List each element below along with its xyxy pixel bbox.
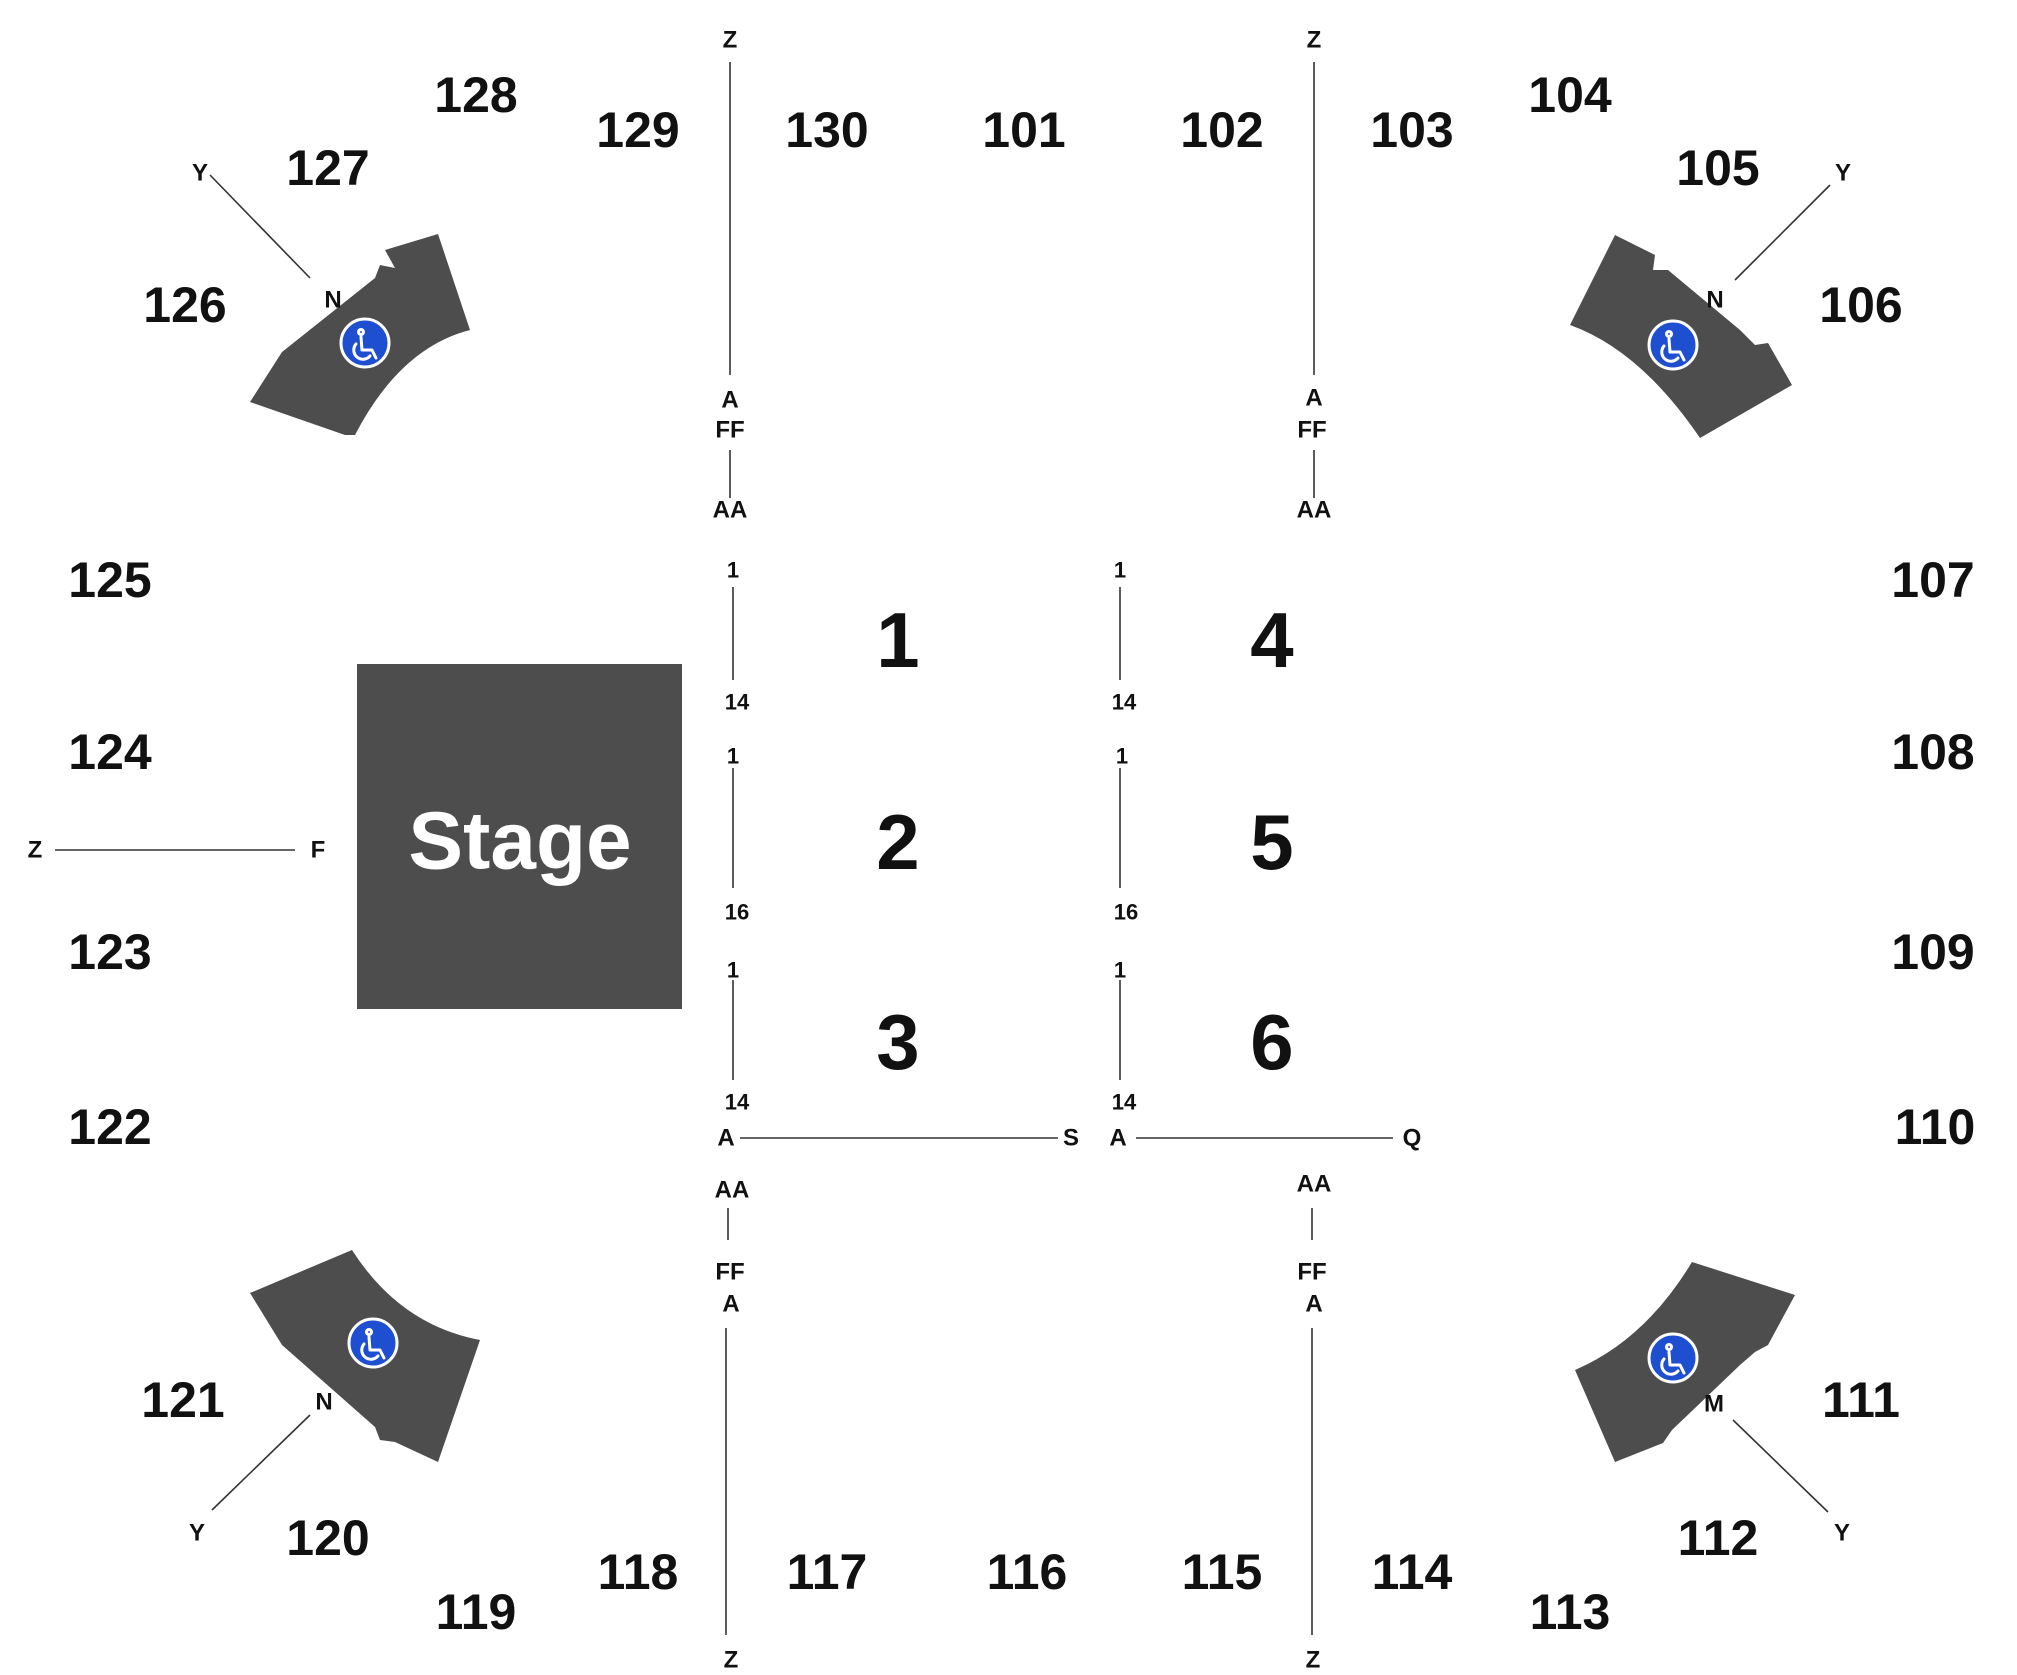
- row-label-z: Z: [1307, 27, 1322, 54]
- row-label-n: N: [315, 1389, 332, 1416]
- section-127[interactable]: 127: [286, 140, 369, 196]
- floor-section-1[interactable]: 1: [876, 596, 919, 684]
- row-label-s: S: [1063, 1125, 1079, 1152]
- row-label-y: Y: [1834, 1520, 1850, 1547]
- floor-section-5[interactable]: 5: [1250, 798, 1293, 886]
- row-label-f: F: [311, 837, 326, 864]
- row-label-m: M: [1704, 1391, 1724, 1418]
- section-128[interactable]: 128: [434, 67, 517, 123]
- section-116[interactable]: 116: [987, 1544, 1068, 1600]
- section-123[interactable]: 123: [68, 924, 151, 980]
- seat-number-first: 1: [727, 558, 739, 583]
- section-108[interactable]: 108: [1891, 724, 1974, 780]
- row-label-aa: AA: [1297, 1171, 1332, 1198]
- section-104[interactable]: 104: [1528, 67, 1612, 123]
- row-labels: Z Z A FF AA A FF AA Y N Y N Z F A S A Q …: [28, 27, 1851, 1674]
- section-115[interactable]: 115: [1182, 1544, 1263, 1600]
- section-130[interactable]: 130: [785, 102, 868, 158]
- wheelchair-icon: [1647, 319, 1699, 371]
- row-label-n: N: [1706, 287, 1723, 314]
- lower-level-sections: 128 129 130 101 102 103 104 105 106 107 …: [68, 67, 1975, 1640]
- row-label-a: A: [1305, 1291, 1322, 1318]
- seat-number-last: 16: [1114, 900, 1138, 925]
- accessible-platform-top-right[interactable]: [1570, 235, 1792, 438]
- section-103[interactable]: 103: [1370, 102, 1453, 158]
- row-guide-lines: [55, 62, 1831, 1635]
- row-label-z: Z: [724, 1647, 739, 1674]
- seat-number-first: 1: [1114, 558, 1126, 583]
- section-105[interactable]: 105: [1676, 140, 1759, 196]
- row-label-y: Y: [192, 160, 208, 187]
- floor-section-2[interactable]: 2: [876, 798, 919, 886]
- seat-number-last: 16: [725, 900, 749, 925]
- row-label-a: A: [722, 1291, 739, 1318]
- section-118[interactable]: 118: [598, 1544, 679, 1600]
- seat-number-last: 14: [1112, 690, 1137, 715]
- section-129[interactable]: 129: [596, 102, 679, 158]
- wheelchair-icon: [1647, 1332, 1699, 1384]
- accessible-platform-bottom-right[interactable]: [1575, 1262, 1795, 1462]
- section-119[interactable]: 119: [436, 1584, 517, 1640]
- seat-number-first: 1: [727, 958, 739, 983]
- seat-number-last: 14: [725, 1090, 750, 1115]
- seat-numbers: 1 14 1 16 1 14 1 14 1 16 1 14: [725, 558, 1138, 1115]
- row-label-aa: AA: [715, 1177, 750, 1204]
- row-label-y: Y: [1835, 160, 1851, 187]
- section-121[interactable]: 121: [141, 1372, 224, 1428]
- floor-section-6[interactable]: 6: [1250, 998, 1293, 1086]
- section-117[interactable]: 117: [787, 1544, 868, 1600]
- seat-number-first: 1: [727, 744, 739, 769]
- row-label-a: A: [1109, 1125, 1126, 1152]
- seat-number-last: 14: [1112, 1090, 1137, 1115]
- section-111[interactable]: 111: [1822, 1372, 1900, 1428]
- accessible-platform-top-left[interactable]: [250, 234, 470, 435]
- section-126[interactable]: 126: [143, 277, 226, 333]
- wheelchair-icon: [339, 317, 391, 369]
- row-label-y: Y: [189, 1520, 205, 1547]
- floor-section-4[interactable]: 4: [1250, 596, 1293, 684]
- row-label-a: A: [721, 387, 738, 414]
- section-106[interactable]: 106: [1819, 277, 1902, 333]
- stage-label: Stage: [408, 796, 631, 887]
- section-110[interactable]: 110: [1895, 1099, 1976, 1155]
- seat-number-first: 1: [1114, 958, 1126, 983]
- section-114[interactable]: 114: [1372, 1544, 1453, 1600]
- row-label-ff: FF: [715, 1259, 744, 1286]
- row-label-z: Z: [1306, 1647, 1321, 1674]
- seat-number-first: 1: [1116, 744, 1128, 769]
- section-113[interactable]: 113: [1530, 1584, 1611, 1640]
- row-label-q: Q: [1403, 1125, 1422, 1152]
- row-label-ff: FF: [715, 417, 744, 444]
- stage: Stage: [357, 664, 682, 1009]
- section-122[interactable]: 122: [68, 1099, 151, 1155]
- section-112[interactable]: 112: [1678, 1510, 1759, 1566]
- seat-number-last: 14: [725, 690, 750, 715]
- row-label-aa: AA: [1297, 497, 1332, 524]
- section-102[interactable]: 102: [1180, 102, 1263, 158]
- row-label-a: A: [1305, 385, 1322, 412]
- row-label-a: A: [717, 1125, 734, 1152]
- row-label-z: Z: [28, 837, 43, 864]
- floor-sections: 1 2 3 4 5 6: [876, 596, 1293, 1086]
- section-109[interactable]: 109: [1891, 924, 1974, 980]
- section-124[interactable]: 124: [68, 724, 152, 780]
- row-label-ff: FF: [1297, 1259, 1326, 1286]
- wheelchair-icon: [347, 1317, 399, 1369]
- floor-section-3[interactable]: 3: [876, 998, 919, 1086]
- row-label-aa: AA: [713, 497, 748, 524]
- section-101[interactable]: 101: [982, 102, 1065, 158]
- section-120[interactable]: 120: [286, 1510, 369, 1566]
- row-label-ff: FF: [1297, 417, 1326, 444]
- accessible-platform-bottom-left[interactable]: [250, 1250, 480, 1462]
- section-107[interactable]: 107: [1891, 552, 1974, 608]
- section-125[interactable]: 125: [68, 552, 151, 608]
- row-label-n: N: [324, 287, 341, 314]
- row-label-z: Z: [723, 27, 738, 54]
